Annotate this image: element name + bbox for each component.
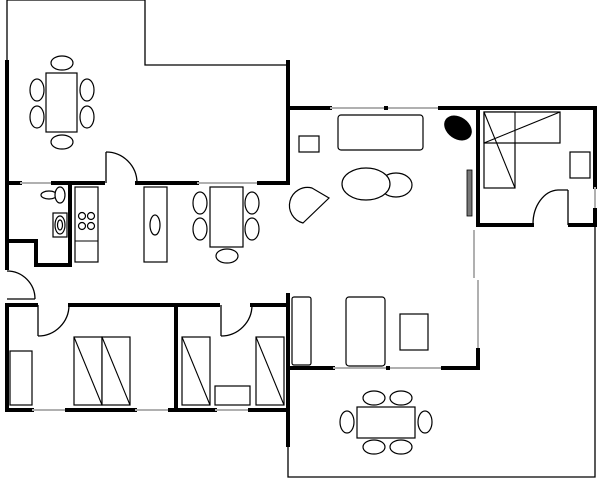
terrace-bottom-right bbox=[287, 225, 596, 478]
bed-1b bbox=[101, 336, 131, 406]
master-bedroom-door[interactable] bbox=[532, 189, 569, 225]
bedroom-walls bbox=[5, 303, 290, 412]
toilet bbox=[40, 186, 66, 204]
plant-icon bbox=[444, 115, 472, 141]
master-bed bbox=[483, 111, 561, 189]
terrace-top-left bbox=[5, 0, 290, 185]
bed-2a bbox=[181, 336, 211, 406]
dining-table-terrace bbox=[29, 55, 95, 150]
dining-table-terrace-2 bbox=[339, 390, 433, 455]
sofa bbox=[337, 114, 424, 151]
sofa-lower bbox=[291, 296, 312, 366]
master-bedroom-walls bbox=[476, 106, 597, 227]
coffee-tables bbox=[341, 167, 413, 201]
kitchen-counter-stove bbox=[74, 186, 99, 263]
nightstand bbox=[569, 151, 591, 179]
bed-1a bbox=[73, 336, 103, 406]
tv bbox=[466, 169, 473, 217]
side-table bbox=[298, 135, 320, 153]
bathroom-walls bbox=[5, 181, 72, 270]
desk bbox=[214, 385, 251, 406]
bed-2b bbox=[255, 336, 285, 406]
armchair-lower bbox=[399, 313, 429, 351]
bedroom-1-door[interactable] bbox=[37, 304, 70, 337]
terrace-door[interactable] bbox=[105, 151, 138, 184]
entry-door[interactable] bbox=[6, 270, 36, 300]
kitchen-island bbox=[143, 186, 168, 263]
wardrobe bbox=[9, 350, 33, 406]
armchair bbox=[288, 186, 330, 224]
sink bbox=[52, 212, 68, 238]
table-lower bbox=[345, 296, 386, 367]
living-room-walls bbox=[286, 106, 597, 447]
dining-table-kitchen bbox=[192, 186, 260, 264]
bedroom-2-door[interactable] bbox=[220, 304, 253, 337]
